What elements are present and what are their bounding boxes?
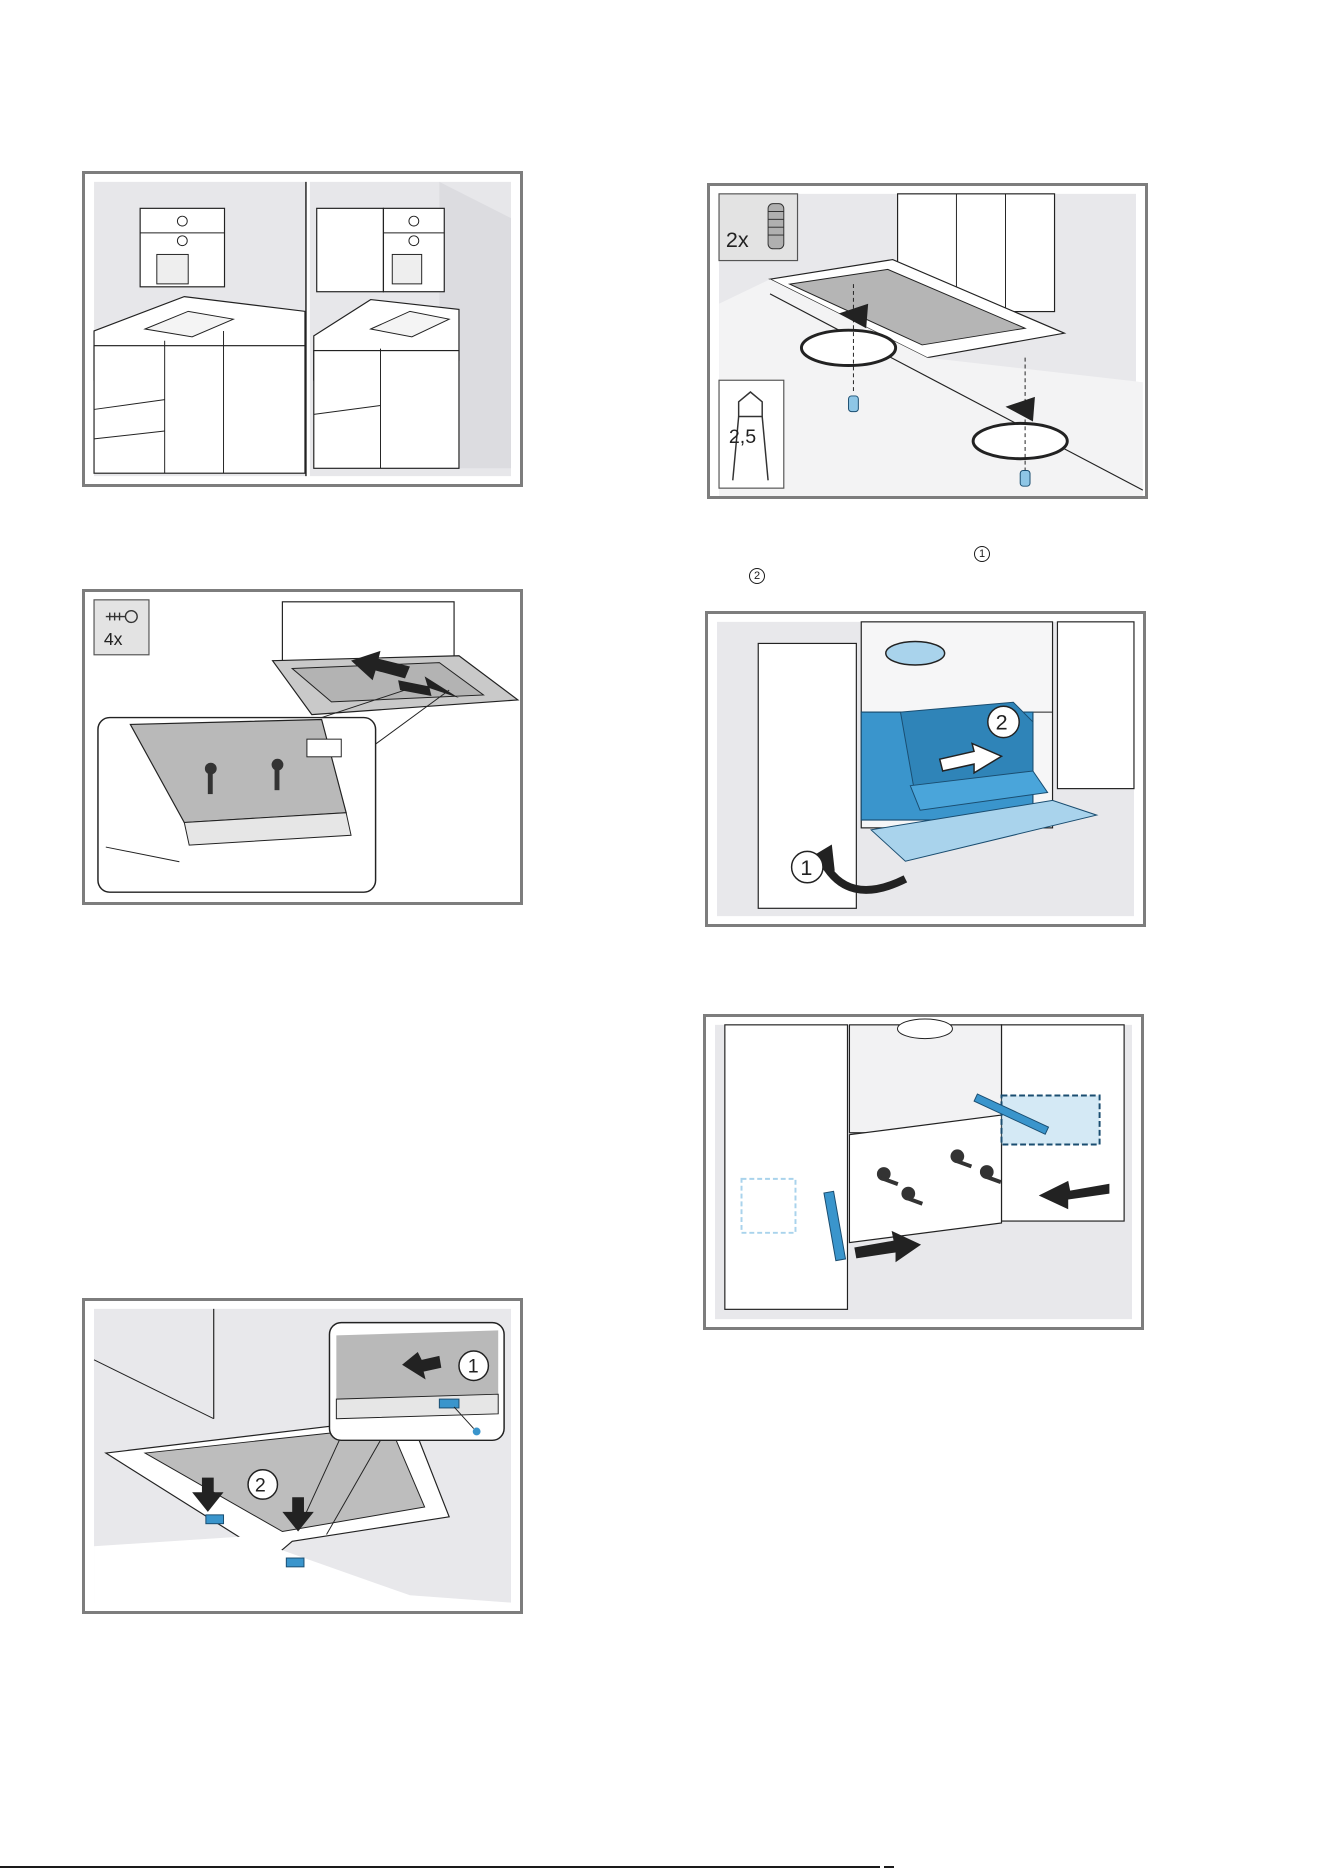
rotate-arrow-right bbox=[973, 423, 1067, 458]
duct-step-2-marker: 2 bbox=[996, 710, 1008, 735]
screw-count-label: 4x bbox=[104, 629, 123, 649]
footer-rule-right bbox=[884, 1866, 894, 1868]
figure-brackets bbox=[703, 1014, 1144, 1330]
screw-mounting-illustration: 4x bbox=[85, 592, 520, 902]
step-2-marker: 2 bbox=[255, 1474, 266, 1496]
figure-kitchen-layouts bbox=[82, 171, 523, 487]
tool-size-label: 2,5 bbox=[729, 426, 756, 448]
kitchen-illustration bbox=[85, 174, 520, 484]
spacers-illustration: 2x 2,5 bbox=[710, 186, 1145, 496]
circled-2: 2 bbox=[749, 568, 765, 584]
spacer-count-label: 2x bbox=[726, 227, 749, 252]
duct-cover-illustration: 2 1 bbox=[708, 614, 1143, 924]
callout-marker-2: 2 bbox=[749, 566, 765, 584]
step-1-marker: 1 bbox=[468, 1356, 479, 1378]
rotate-arrow-left bbox=[801, 330, 895, 365]
footer-rule-left bbox=[0, 1866, 880, 1868]
duct-step-1-marker: 1 bbox=[800, 855, 812, 880]
figure-duct-cover: 2 1 bbox=[705, 611, 1146, 927]
circled-1: 1 bbox=[974, 546, 990, 562]
brackets-illustration bbox=[706, 1017, 1141, 1327]
figure-front-panel: 2 1 bbox=[82, 1298, 523, 1614]
figure-screw-mounting: 4x bbox=[82, 589, 523, 905]
figure-spacers: 2x 2,5 bbox=[707, 183, 1148, 499]
callout-marker-1: 1 bbox=[974, 544, 990, 562]
front-panel-illustration: 2 1 bbox=[85, 1301, 520, 1611]
